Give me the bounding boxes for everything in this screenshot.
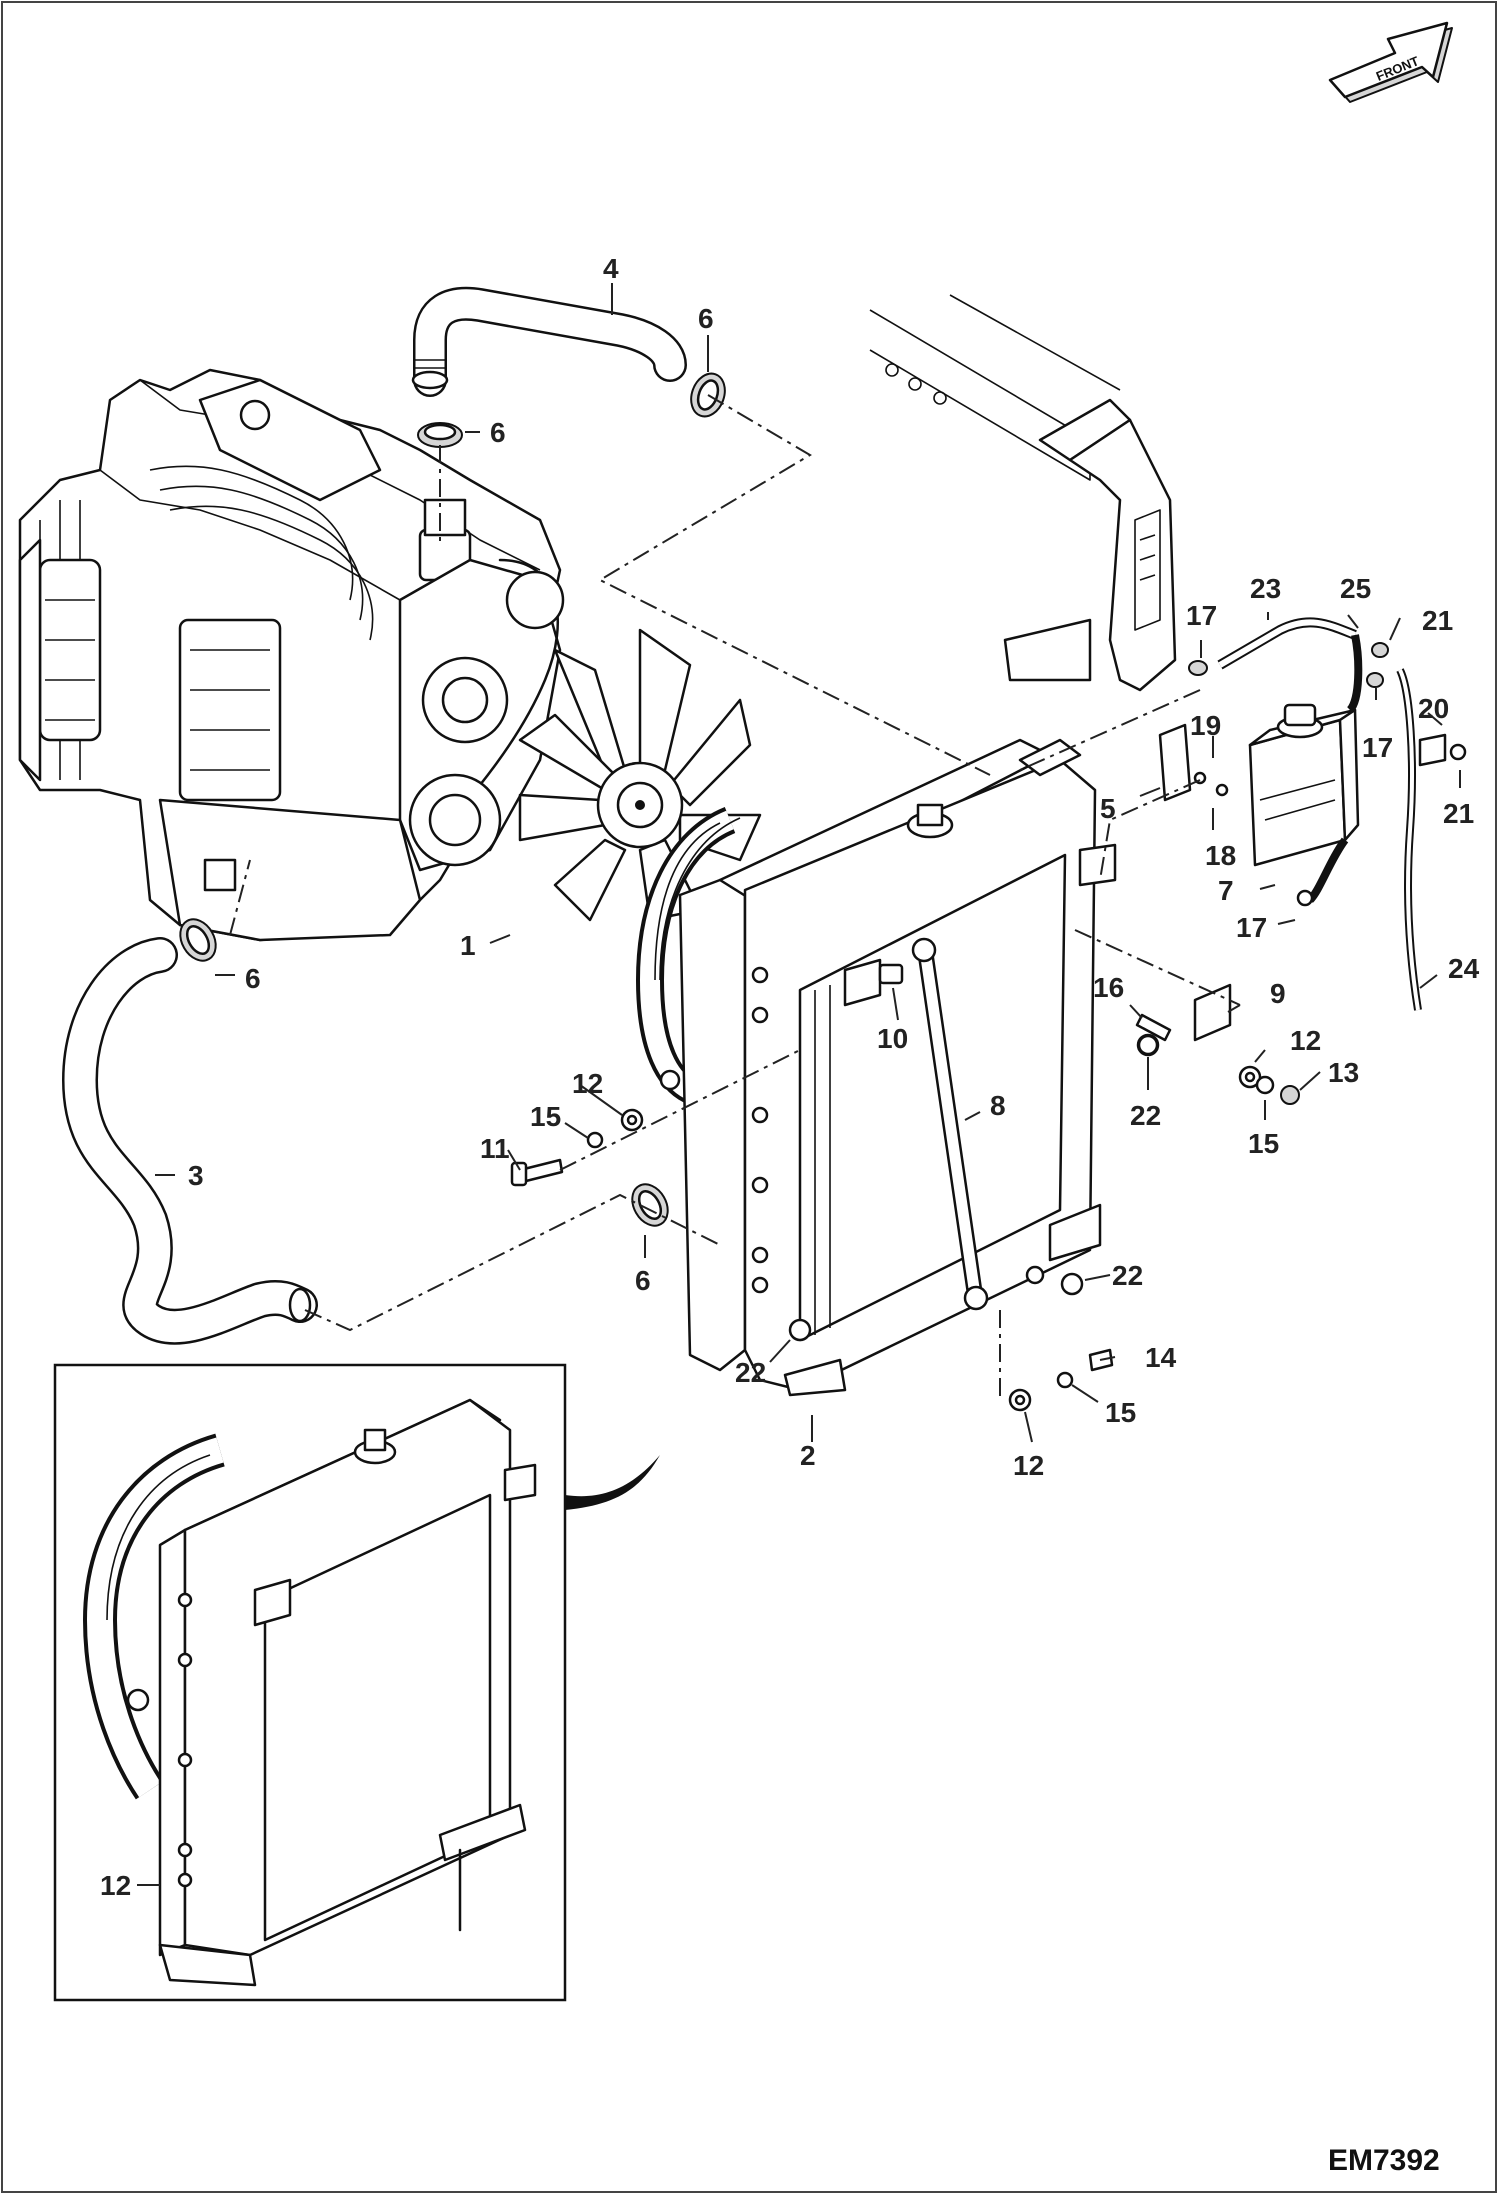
- upper-hose-illustration: [411, 286, 687, 397]
- callout-25: 25: [1340, 573, 1371, 604]
- hardware-illustration: [510, 1013, 1300, 1412]
- callout-6-radiator: 6: [635, 1265, 651, 1296]
- callout-19: 19: [1190, 710, 1221, 741]
- callout-15-right: 15: [1248, 1128, 1279, 1159]
- support-rod-illustration: [911, 937, 989, 1311]
- callout-labels: 1 2 3 4 5 6 6 6 6 7 8 9 10 11 12 12 12 1…: [100, 253, 1480, 1901]
- coolant-reservoir-illustration: [1158, 617, 1467, 1042]
- callout-21-top: 21: [1422, 605, 1453, 636]
- callout-13: 13: [1328, 1057, 1359, 1088]
- callout-7: 7: [1218, 875, 1234, 906]
- callout-6-top: 6: [698, 303, 714, 334]
- callout-12-lower: 12: [1013, 1450, 1044, 1481]
- callout-12-left: 12: [572, 1068, 603, 1099]
- clamp-icon: [179, 918, 217, 962]
- detail-inset: [53, 1363, 660, 2002]
- callout-12-right: 12: [1290, 1025, 1321, 1056]
- callout-1: 1: [460, 930, 476, 961]
- callout-15-lower: 15: [1105, 1397, 1136, 1428]
- callout-14: 14: [1145, 1342, 1177, 1373]
- callout-3: 3: [188, 1160, 204, 1191]
- callout-17-top: 17: [1186, 600, 1217, 631]
- lower-hose-illustration: [61, 937, 318, 1345]
- callout-10: 10: [877, 1023, 908, 1054]
- callout-22-left: 22: [735, 1357, 766, 1388]
- callout-17-right: 17: [1362, 732, 1393, 763]
- front-arrow-icon: FRONT: [1328, 21, 1453, 103]
- callout-4: 4: [603, 253, 619, 284]
- radiator-illustration: [635, 738, 1117, 1397]
- callout-6-lower: 6: [245, 963, 261, 994]
- callout-22-right: 22: [1130, 1100, 1161, 1131]
- callout-2: 2: [800, 1440, 816, 1471]
- callout-23: 23: [1250, 573, 1281, 604]
- callout-24: 24: [1448, 953, 1480, 984]
- leader-lines: [137, 283, 1461, 1886]
- callout-18: 18: [1205, 840, 1236, 871]
- callout-6-engine: 6: [490, 417, 506, 448]
- callout-9: 9: [1270, 978, 1286, 1009]
- callout-16: 16: [1093, 972, 1124, 1003]
- callout-5: 5: [1100, 793, 1116, 824]
- callout-15-left: 15: [530, 1101, 561, 1132]
- bolt-icon: [878, 963, 904, 985]
- figure-code: EM7392: [1328, 2144, 1440, 2177]
- callout-8: 8: [990, 1090, 1006, 1121]
- clamp-icon: [417, 422, 463, 448]
- callout-12-inset: 12: [100, 1870, 131, 1901]
- callout-22-lower: 22: [1112, 1260, 1143, 1291]
- clamp-icon: [631, 1183, 669, 1227]
- callout-21-right: 21: [1443, 798, 1474, 829]
- frame-illustration: [869, 294, 1177, 692]
- callout-17-lower: 17: [1236, 912, 1267, 943]
- callout-20: 20: [1418, 693, 1449, 724]
- flow-lines: [229, 394, 1241, 1400]
- engine-illustration: [18, 368, 565, 942]
- callout-11: 11: [480, 1133, 510, 1164]
